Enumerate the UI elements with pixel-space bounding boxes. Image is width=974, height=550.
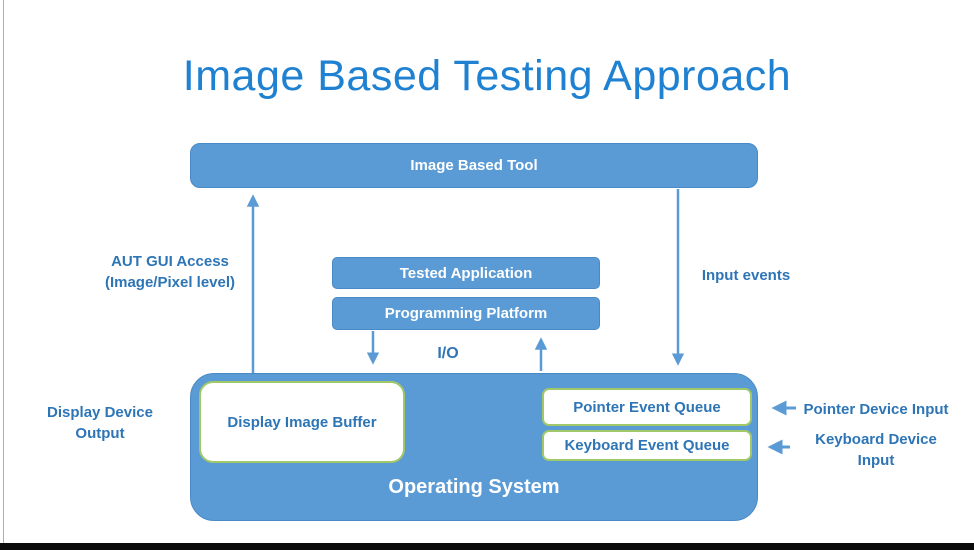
label-display-device-output-line2: Output (75, 425, 125, 442)
node-tested-application: Tested Application (332, 257, 600, 289)
label-keyboard-device-input: Keyboard Device Input (795, 429, 957, 471)
label-aut-gui-access-line1: AUT GUI Access (111, 253, 229, 270)
label-input-events: Input events (701, 267, 791, 284)
node-programming-platform-label: Programming Platform (384, 305, 548, 322)
node-operating-system-label: Operating System (388, 476, 560, 498)
node-tested-application-label: Tested Application (399, 264, 533, 282)
label-pointer-device-input: Pointer Device Input (803, 401, 949, 418)
node-display-image-buffer: Display Image Buffer (199, 381, 405, 463)
node-programming-platform: Programming Platform (332, 297, 600, 330)
slide-bottom-bar (0, 543, 974, 550)
label-display-device-output-line1: Display Device (47, 404, 153, 421)
label-keyboard-device-input-line1: Keyboard Device (815, 431, 937, 448)
label-display-device-output: Display Device Output (28, 402, 172, 444)
label-keyboard-device-input-line2: Input (857, 452, 895, 469)
node-image-based-tool-label: Image Based Tool (410, 157, 538, 174)
node-keyboard-event-queue-label: Keyboard Event Queue (564, 437, 730, 454)
slide-left-border (3, 0, 4, 543)
node-image-based-tool: Image Based Tool (190, 143, 758, 188)
node-display-image-buffer-label: Display Image Buffer (227, 413, 377, 431)
node-pointer-event-queue: Pointer Event Queue (542, 388, 752, 426)
node-pointer-event-queue-label: Pointer Event Queue (573, 398, 721, 416)
label-io: I/O (437, 345, 459, 362)
label-aut-gui-access-line2: (Image/Pixel level) (104, 274, 236, 291)
diagram-title: Image Based Testing Approach (182, 52, 792, 100)
label-aut-gui-access: AUT GUI Access (Image/Pixel level) (75, 251, 265, 293)
node-keyboard-event-queue: Keyboard Event Queue (542, 430, 752, 461)
